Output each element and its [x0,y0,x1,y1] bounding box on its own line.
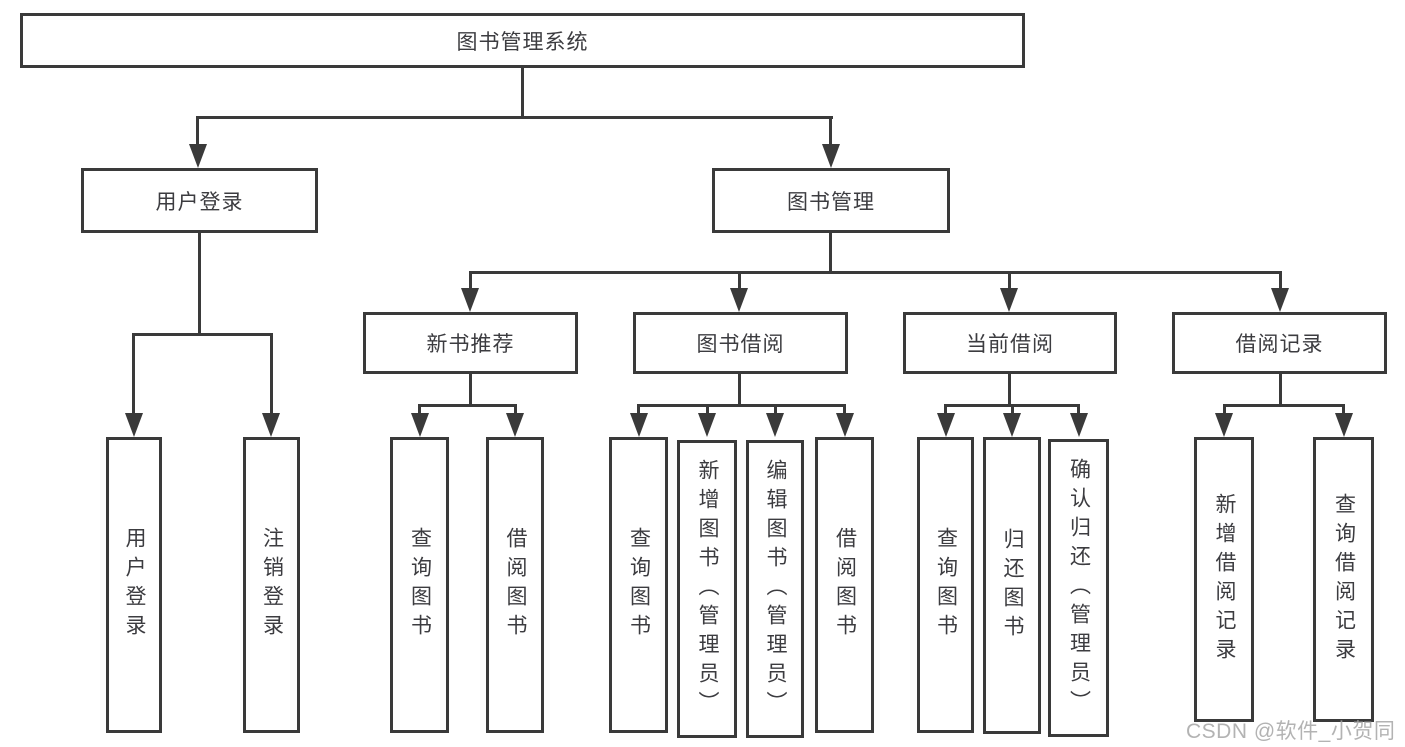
leaf-bb-add-books-admin: 新增图书（管理员） [677,440,737,738]
connector-line [1279,271,1282,291]
connector-arrowhead [461,288,479,312]
connector-arrowhead [1335,413,1353,437]
node-user-login: 用户登录 [81,168,318,233]
connector-arrowhead [698,413,716,437]
connector-line [1342,404,1345,415]
connector-arrowhead [1000,288,1018,312]
connector-line [521,68,524,118]
leaf-cb-confirm-return-admin: 确认归还（管理员） [1048,439,1109,737]
connector-line [1223,404,1345,407]
connector-line [469,271,1282,274]
connector-arrowhead [411,413,429,437]
connector-arrowhead [836,413,854,437]
csdn-watermark: CSDN @软件_小贺同学 [1186,720,1396,743]
connector-arrowhead [1215,413,1233,437]
node-borrowing-records: 借阅记录 [1172,312,1387,374]
leaf-rec-query-books: 查询图书 [390,437,449,733]
connector-arrowhead [1271,288,1289,312]
leaf-user-login: 用户登录 [106,437,162,733]
connector-line [469,374,472,407]
connector-arrowhead [730,288,748,312]
connector-arrowhead [937,413,955,437]
connector-arrowhead [1070,413,1088,437]
connector-line [843,404,846,415]
leaf-user-logout: 注销登录 [243,437,300,733]
connector-line [132,333,135,413]
leaf-bb-borrow-books: 借阅图书 [815,437,874,733]
connector-line [418,404,421,415]
connector-arrowhead [262,413,280,437]
node-book-management: 图书管理 [712,168,950,233]
connector-line [1011,404,1014,415]
connector-line [132,333,273,336]
connector-line [944,404,947,415]
connector-line [1279,374,1282,407]
node-root: 图书管理系统 [20,13,1025,68]
leaf-cb-query-books: 查询图书 [917,437,974,733]
connector-line [1008,374,1011,407]
connector-line [1223,404,1226,415]
connector-line [829,116,832,146]
connector-line [706,404,709,415]
connector-line [738,271,741,291]
connector-line [829,233,832,273]
connector-line [637,404,640,415]
connector-arrowhead [1003,413,1021,437]
connector-arrowhead [766,413,784,437]
connector-arrowhead [822,144,840,168]
connector-line [514,404,517,415]
connector-arrowhead [506,413,524,437]
connector-line [196,116,199,146]
connector-arrowhead [630,413,648,437]
connector-line [774,404,777,415]
connector-line [738,374,741,407]
leaf-bb-query-books: 查询图书 [609,437,668,733]
connector-arrowhead [125,413,143,437]
node-current-borrowing: 当前借阅 [903,312,1117,374]
node-new-book-recommend: 新书推荐 [363,312,578,374]
leaf-cb-return-books: 归还图书 [983,437,1041,734]
connector-line [198,233,201,336]
connector-line [1008,271,1011,291]
leaf-br-query-record: 查询借阅记录 [1313,437,1374,722]
connector-arrowhead [189,144,207,168]
leaf-rec-borrow-books: 借阅图书 [486,437,544,733]
leaf-bb-edit-books-admin: 编辑图书（管理员） [746,440,804,738]
connector-line [637,404,846,407]
connector-line [196,116,833,119]
connector-line [418,404,517,407]
node-book-borrowing: 图书借阅 [633,312,848,374]
leaf-br-add-record: 新增借阅记录 [1194,437,1254,722]
connector-line [1077,404,1080,415]
connector-line [469,271,472,291]
connector-line [270,333,273,413]
